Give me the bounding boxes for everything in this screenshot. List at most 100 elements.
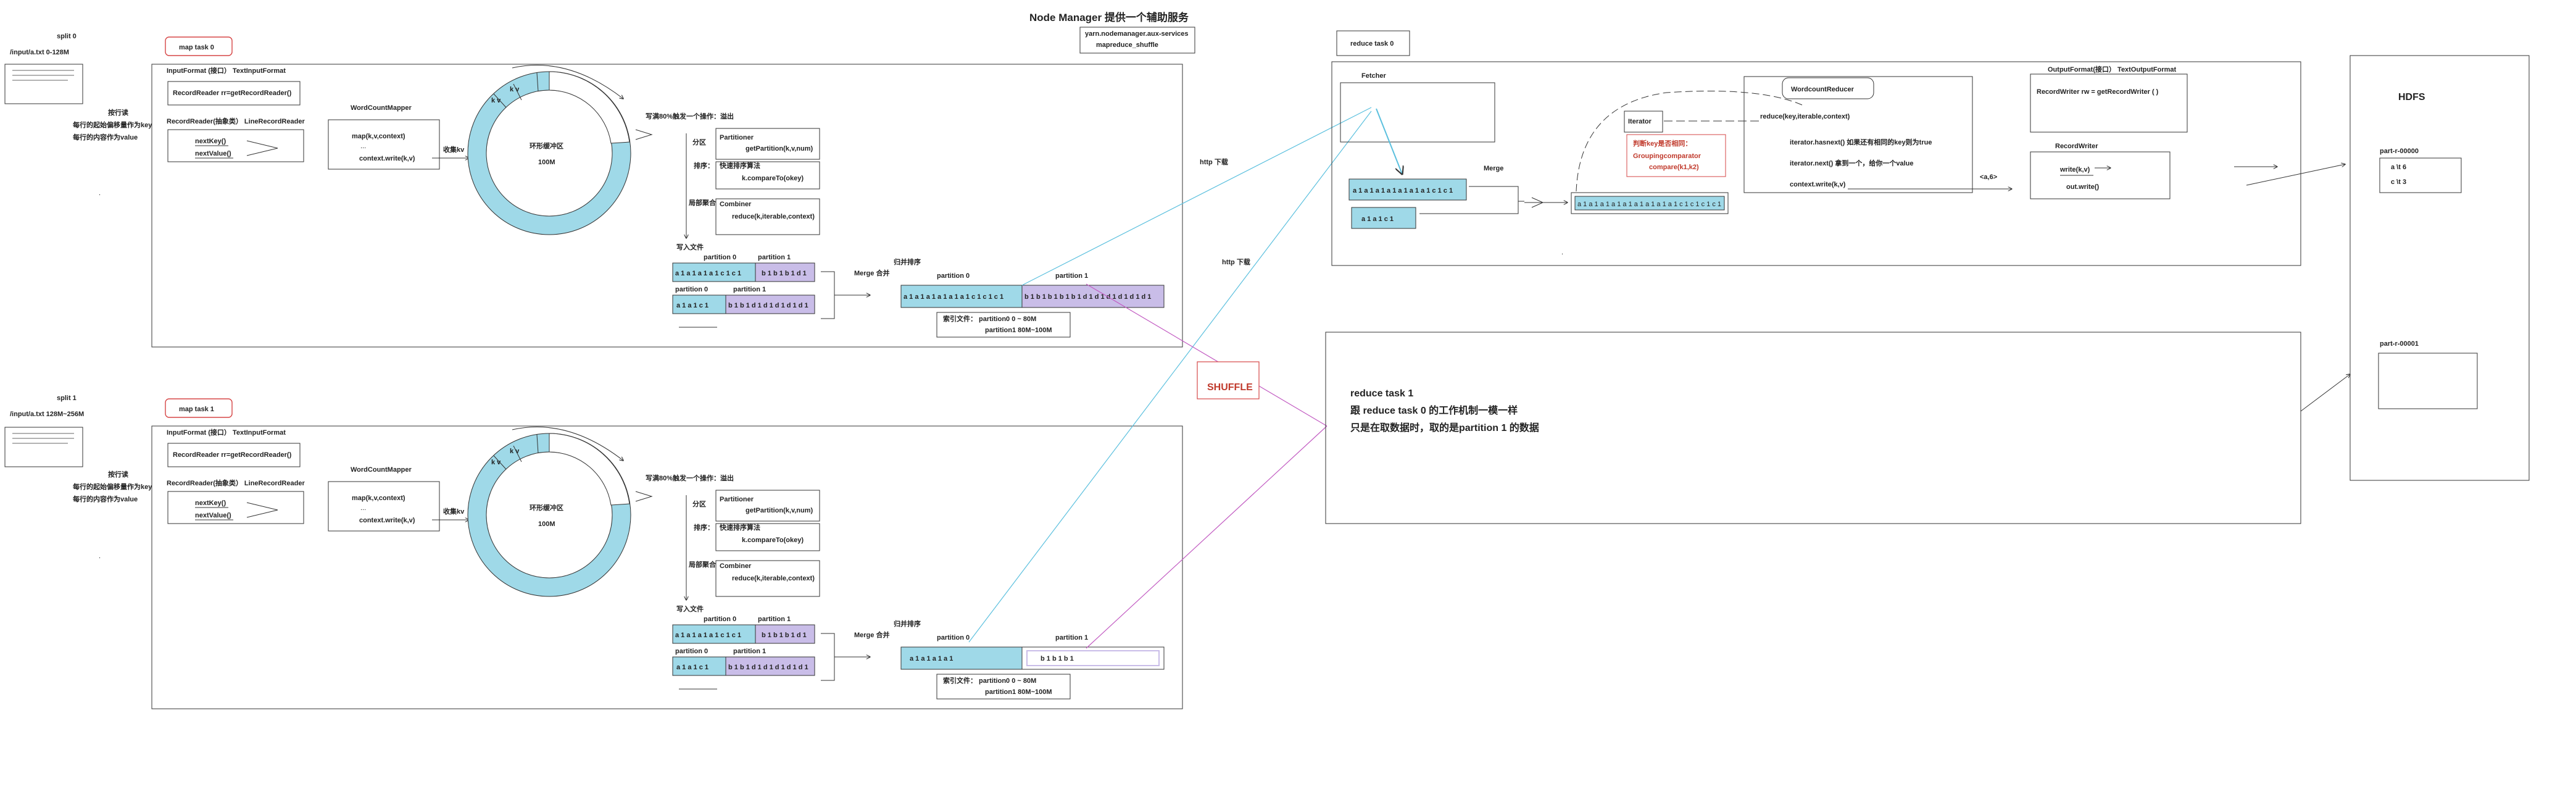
record-reader-box-1: [167, 491, 304, 524]
mapper-title-0: WordCountMapper: [351, 104, 412, 112]
hdfs-file-1: [2378, 353, 2478, 409]
record-reader-box-0: [167, 129, 304, 162]
split-0-dot: .: [99, 190, 101, 197]
kv-a6: <a,6>: [1980, 173, 1997, 181]
split-1-note-1: 按行读: [108, 470, 128, 478]
context-write-0: context.write(k,v): [359, 155, 415, 162]
file2-p1-data-0: b 1 b 1 d 1 d 1 d 1 d 1 d 1: [728, 302, 808, 309]
merged-p1-label-1: partition 1: [1055, 634, 1088, 641]
record-reader-getter-1: RecordReader rr=getRecordReader(): [173, 451, 292, 459]
hdfs-file-0: [2379, 157, 2462, 193]
combiner-box-0: [715, 198, 820, 235]
record-writer-out: out.write(): [2066, 183, 2099, 191]
get-partition-1: getPartition(k,v,num): [746, 507, 813, 514]
file1-p0-0: [672, 262, 756, 282]
merged-buffer-data: a 1 a 1 a 1 a 1 a 1 a 1 a 1 a 1 a 1 c 1 …: [1577, 201, 1721, 208]
map-task-0: map task 0 InputFormat (接口） TextInputFor…: [151, 36, 1183, 348]
ring-size-1: 100M: [538, 520, 555, 528]
merge-label-reduce: Merge: [1484, 165, 1503, 172]
reduce-call: reduce(key,iterable,context): [1760, 113, 1850, 120]
combine-label-0: 局部聚合: [688, 198, 717, 207]
reducer-box: [1743, 76, 1973, 193]
reduce-task-0-label: reduce task 0: [1350, 40, 1394, 48]
record-reader-title-0: RecordReader(抽象类） LineRecordReader: [167, 117, 305, 125]
aux-services-value: mapreduce_shuffle: [1096, 41, 1158, 49]
sort-label-0: 排序：: [694, 161, 714, 170]
split-0-path: /input/a.txt 0-128M: [10, 49, 69, 56]
merge-label-1: Merge 合并: [854, 630, 889, 639]
next-key-0: nextKey(): [195, 138, 226, 145]
output-format-box: [2030, 73, 2188, 133]
map-task-1-container: [151, 425, 1183, 709]
split-1-label: split 1: [57, 395, 77, 402]
record-writer-getter: RecordWriter rw = getRecordWriter ( ): [2037, 88, 2159, 96]
aux-services-box: [1079, 27, 1195, 54]
split-1-dot: .: [99, 553, 101, 560]
merged-p1-data-0: b 1 b 1 b 1 b 1 b 1 d 1 d 1 d 1 d 1 d 1 …: [1024, 293, 1151, 301]
merged-p0-data-0: a 1 a 1 a 1 a 1 a 1 a 1 c 1 c 1 c 1: [904, 293, 1003, 301]
iterator-box: [1624, 111, 1663, 133]
partitioner-box-0: [715, 128, 820, 160]
reduce-task-0-badge: [1336, 30, 1410, 56]
mapper-dashes-0: ...: [360, 143, 366, 150]
split-0-file: [4, 64, 83, 104]
grouping-box: [1626, 134, 1726, 177]
shuffle-line-1: [1086, 283, 1327, 427]
hdfs-file-1-name: part-r-00001: [2380, 340, 2419, 348]
split-0-note-2: 每行的起始偏移量作为key: [73, 120, 152, 129]
aux-services-name: yarn.nodemanager.aux-services: [1085, 30, 1189, 38]
reduce-task-1-line2: 跟 reduce task 0 的工作机制一模一样: [1350, 404, 1518, 416]
file2-p1-label-0: partition 1: [733, 286, 766, 293]
file1-p1-label-0: partition 1: [758, 254, 791, 261]
ring-kv-2-0: k v: [491, 97, 501, 104]
file2-p1-data-1: b 1 b 1 d 1 d 1 d 1 d 1 d 1: [728, 664, 808, 671]
record-reader-getter-box-1: [167, 443, 301, 467]
hdfs-file-0-c: c \t 3: [2391, 178, 2406, 186]
reduce-task-1-line3: 只是在取数据时，取的是partition 1 的数据: [1350, 422, 1539, 433]
partition-label-1: 分区: [692, 499, 706, 508]
grouping-line-2: Groupingcomparator: [1633, 153, 1701, 160]
iterator-next: iterator.next() 拿到一个，给你一个value: [1790, 159, 1913, 167]
split-1-file: [4, 427, 83, 467]
split-0-note-3: 每行的内容作为value: [73, 133, 138, 141]
fetcher-label: Fetcher: [1361, 72, 1386, 80]
file1-p1-data-1: b 1 b 1 b 1 d 1: [762, 632, 807, 639]
sort-compare-0: k.compareTo(okey): [742, 175, 804, 182]
combine-reduce-0: reduce(k,iterable,context): [732, 213, 815, 220]
split-1-path: /input/a.txt 128M~256M: [10, 411, 84, 418]
node-manager-title: Node Manager 提供一个辅助服务: [1029, 11, 1189, 23]
input-format-1: InputFormat (接口） TextInputFormat: [167, 428, 286, 437]
file1-p0-label-1: partition 0: [704, 616, 736, 623]
sort-box-1: [715, 523, 820, 551]
reducer-context-write: context.write(k,v): [1790, 181, 1846, 188]
record-writer-title: RecordWriter: [2055, 143, 2098, 150]
ring-buffer-inner-0: [486, 90, 613, 217]
iterator-label: Iterator: [1628, 118, 1652, 125]
reduce-task-1-container: [1325, 332, 2301, 524]
file1-p1-1: [755, 624, 815, 644]
sort-box-0: [715, 161, 820, 190]
combine-label-1: 局部聚合: [688, 560, 717, 569]
sort-algo-1: 快速排序算法: [719, 523, 760, 532]
combine-reduce-1: reduce(k,iterable,context): [732, 575, 815, 582]
sort-merge-0: 归并排序: [894, 257, 921, 266]
partition-label-0: 分区: [692, 138, 706, 146]
merged-p0-label-1: partition 0: [937, 634, 970, 641]
index-file-box-1: [936, 674, 1071, 700]
merged-p0-1: [900, 646, 1023, 670]
file2-p0-label-0: partition 0: [675, 286, 708, 293]
file1-p1-0: [755, 262, 815, 282]
http-download-label-2: http 下载: [1222, 257, 1250, 266]
file2-p0-label-1: partition 0: [675, 648, 708, 655]
collect-kv-1: 收集kv: [443, 507, 465, 516]
grouping-line-1: 判断key是否相同：: [1633, 139, 1692, 148]
output-format-label: OutputFormat(接口） TextOutputFormat: [2048, 65, 2176, 73]
sort-algo-0: 快速排序算法: [719, 161, 760, 170]
merged-p0-data-1: a 1 a 1 a 1 a 1: [910, 655, 953, 662]
next-value-1: nextValue(): [195, 512, 231, 519]
context-write-1: context.write(k,v): [359, 517, 415, 524]
map-call-1: map(k,v,context): [352, 495, 405, 502]
shuffle-line-2: [1086, 425, 1327, 649]
http-download-line-2: [968, 111, 1372, 643]
